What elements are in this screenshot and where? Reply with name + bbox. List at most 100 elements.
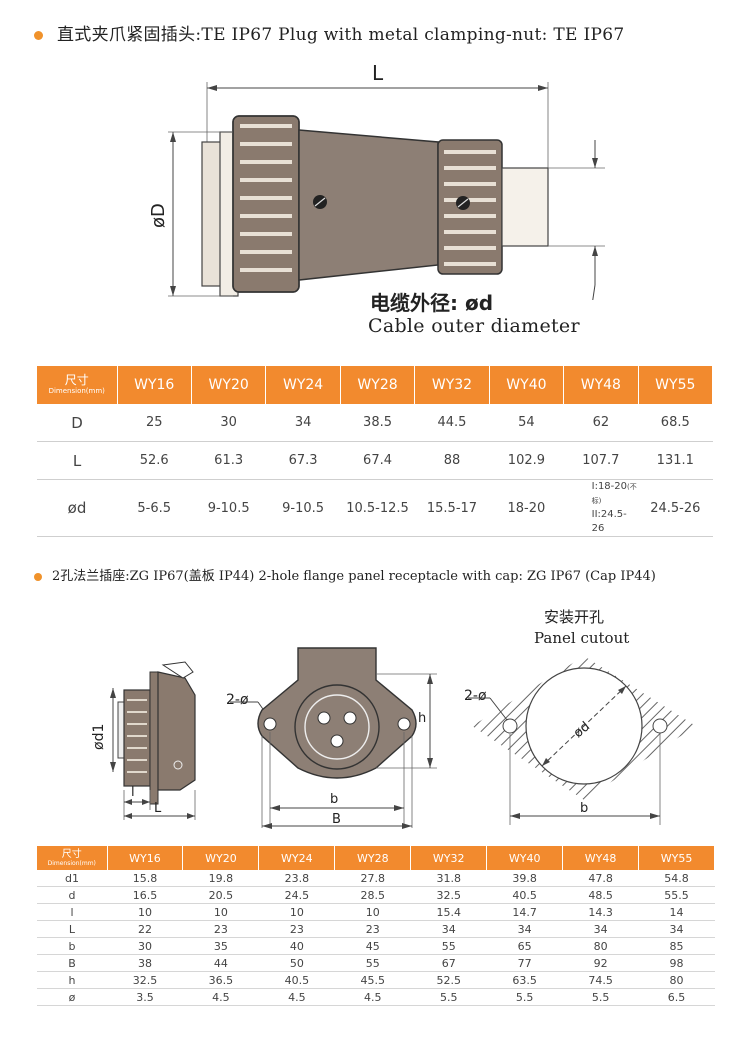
table-cell: 52.6 [117, 441, 192, 480]
table-cell: 9-10.5 [265, 479, 341, 537]
column-header: WY28 [334, 846, 412, 870]
table-cell: 34 [638, 920, 715, 938]
table-cell: 38.5 [340, 404, 415, 442]
column-header: WY48 [563, 366, 639, 404]
table-cell: 67 [410, 954, 487, 972]
table-cell: 55 [334, 954, 411, 972]
column-header: WY20 [182, 846, 260, 870]
table-cell: 40.5 [258, 971, 335, 989]
table-row: ød 5-6.5 9-10.5 9-10.5 10.5-12.5 15.5-17… [37, 479, 713, 537]
table-cell: 88 [414, 441, 490, 480]
plug-dimension-table: 尺寸 Dimension(mm) WY16 WY20 WY24 WY28 WY3… [37, 366, 714, 537]
table-cell: 85 [638, 937, 715, 955]
table-cell: 131.1 [638, 441, 713, 480]
panel-cutout-en-label: Panel cutout [534, 629, 630, 647]
dimension-header-en: Dimension(mm) [48, 387, 105, 395]
column-header: WY32 [414, 366, 490, 404]
table-cell: 5.5 [486, 988, 563, 1006]
table-cell: 3.5 [107, 988, 183, 1006]
table-cell: 32.5 [107, 971, 183, 989]
table-cell: 34 [562, 920, 639, 938]
column-header: WY55 [638, 366, 714, 404]
column-header: WY16 [117, 366, 192, 404]
d1-label: ød1 [91, 724, 107, 750]
table-cell: 92 [562, 954, 639, 972]
table-row: D 25 30 34 38.5 44.5 54 62 68.5 [37, 404, 713, 442]
table-cell: 24.5-26 [638, 479, 713, 537]
wy48-note-1: I:18-20(不标) [591, 481, 637, 505]
table-cell: 47.8 [562, 870, 639, 887]
table-cell: 68.5 [638, 404, 713, 442]
table-cell: 67.3 [265, 441, 341, 480]
bullet-icon [34, 31, 43, 40]
table-cell: 4.5 [182, 988, 259, 1006]
table-cell: 55 [410, 937, 487, 955]
table-cell: 34 [410, 920, 487, 938]
table-cell: 44.5 [414, 404, 490, 442]
dimension-header-cn: 尺寸 [64, 373, 89, 387]
table-cell: 25 [117, 404, 192, 442]
table-cell: 14 [638, 903, 715, 921]
table-cell: 19.8 [182, 870, 259, 887]
table-cell: 62 [563, 404, 639, 442]
table-cell: 74.5 [562, 971, 639, 989]
row-label: L [37, 441, 117, 480]
table-cell: 39.8 [486, 870, 563, 887]
b2-label: b [580, 801, 588, 816]
row-label: D [37, 404, 117, 442]
row-label: ød [37, 479, 117, 537]
column-header: WY40 [486, 846, 564, 870]
l-big-label: L [154, 801, 162, 816]
table-cell: 5.5 [562, 988, 639, 1006]
table-cell: 36.5 [182, 971, 259, 989]
table-cell: 10 [258, 903, 335, 921]
table-cell: 15.5-17 [414, 479, 490, 537]
table-cell: 102.9 [489, 441, 564, 480]
table-header-row: 尺寸 Dimension(mm) WY16 WY20 WY24 WY28 WY3… [37, 366, 714, 404]
length-label: L [372, 61, 384, 85]
receptacle-dimension-table: 尺寸 Dimension(mm) WY16 WY20 WY24 WY28 WY3… [37, 846, 715, 1006]
plug-drawing: L øD [148, 61, 605, 300]
table-cell: 80 [562, 937, 639, 955]
row-label: l [37, 903, 107, 921]
table-cell-annotated: I:18-20(不标) II:24.5-26 [563, 479, 639, 537]
bullet-icon [34, 572, 42, 581]
table-cell: 44 [182, 954, 259, 972]
table-cell: 54 [489, 404, 564, 442]
column-header: WY20 [191, 366, 267, 404]
section2-title: 2孔法兰插座:ZG IP67(盖板 IP44) 2-hole flange pa… [34, 565, 656, 584]
column-header: WY28 [340, 366, 416, 404]
dimension-header: 尺寸 Dimension(mm) [37, 846, 108, 870]
table-cell: 23 [182, 920, 259, 938]
table-cell: 107.7 [563, 441, 639, 480]
column-header: WY40 [489, 366, 565, 404]
table-cell: 61.3 [191, 441, 266, 480]
table-cell: 10 [334, 903, 411, 921]
table-cell: 16.5 [107, 886, 183, 904]
table-cell: 27.8 [334, 870, 411, 887]
column-header: WY32 [410, 846, 488, 870]
table-cell: 38 [107, 954, 183, 972]
table-row: L 52.6 61.3 67.3 67.4 88 102.9 107.7 131… [37, 441, 713, 480]
table-cell: 45 [334, 937, 411, 955]
row-label: h [37, 971, 107, 989]
table-header-row: 尺寸 Dimension(mm) WY16 WY20 WY24 WY28 WY3… [37, 846, 715, 870]
table-cell: 20.5 [182, 886, 259, 904]
table-cell: 23 [334, 920, 411, 938]
holes2-label: 2-ø [464, 688, 487, 704]
table-cell: 31.8 [410, 870, 487, 887]
row-label: B [37, 954, 107, 972]
row-label: d [37, 886, 107, 904]
table-cell: 15.8 [107, 870, 183, 887]
section1-title: 直式夹爪紧固插头:TE IP67 Plug with metal clampin… [34, 20, 624, 45]
dimension-header-en: Dimension(mm) [47, 860, 96, 867]
row-label: L [37, 920, 107, 938]
table-cell: 65 [486, 937, 563, 955]
section1-title-text: 直式夹爪紧固插头:TE IP67 Plug with metal clampin… [57, 25, 625, 45]
table-cell: 80 [638, 971, 715, 989]
table-cell: 40 [258, 937, 335, 955]
